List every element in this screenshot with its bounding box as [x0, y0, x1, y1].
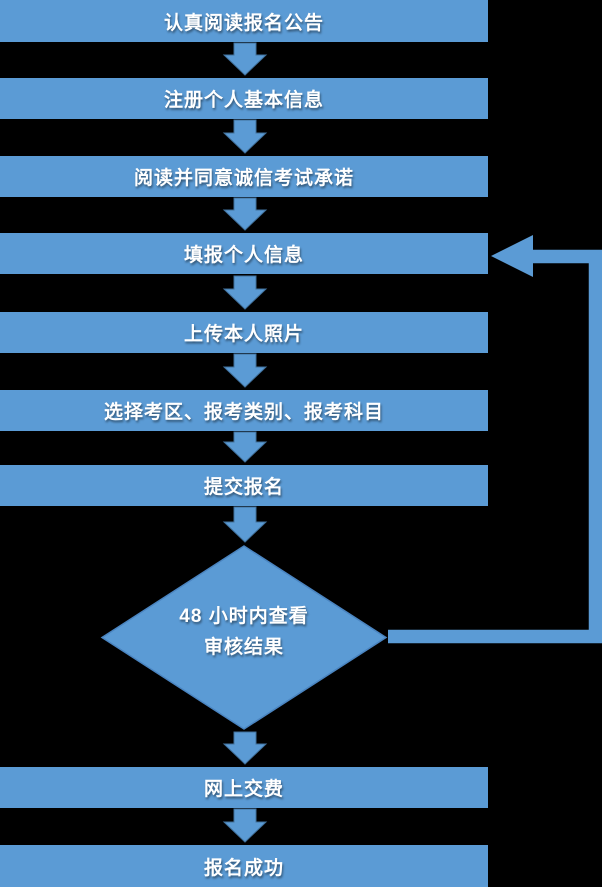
- feedback-loop-line: [388, 249, 602, 644]
- decision-label-line1: 48 小时内查看: [179, 606, 309, 627]
- node-upload-photo: 上传本人照片: [0, 312, 488, 353]
- node-label: 注册个人基本信息: [163, 90, 324, 111]
- down-arrow-decision-8: [222, 731, 268, 765]
- node-select-exam-options: 选择考区、报考类别、报考科目: [0, 390, 488, 431]
- node-read-announcement: 认真阅读报名公告: [0, 0, 488, 42]
- feedback-loop-arrowhead: [491, 235, 533, 277]
- down-arrow-6-7: [222, 431, 268, 463]
- down-arrow-3-4: [222, 197, 268, 231]
- node-agree-integrity-pledge: 阅读并同意诚信考试承诺: [0, 156, 488, 197]
- down-arrow-2-3: [222, 119, 268, 154]
- node-label: 网上交费: [203, 779, 284, 800]
- node-label: 提交报名: [203, 477, 284, 498]
- node-label: 报名成功: [203, 857, 284, 879]
- node-pay-online: 网上交费: [0, 767, 488, 808]
- node-register-basic-info: 注册个人基本信息: [0, 78, 488, 119]
- node-label: 填报个人信息: [183, 245, 304, 266]
- down-arrow-8-9: [222, 808, 268, 843]
- node-registration-success: 报名成功: [0, 845, 488, 887]
- decision-label-line2: 审核结果: [203, 637, 284, 658]
- node-fill-personal-info: 填报个人信息: [0, 233, 488, 274]
- node-label: 选择考区、报考类别、报考科目: [103, 402, 384, 423]
- decision-diamond: [100, 545, 388, 730]
- down-arrow-7-decision: [222, 506, 268, 543]
- node-label: 阅读并同意诚信考试承诺: [133, 168, 354, 189]
- node-label: 认真阅读报名公告: [163, 12, 324, 34]
- node-label: 上传本人照片: [183, 324, 304, 345]
- down-arrow-1-2: [222, 42, 268, 76]
- node-submit-registration: 提交报名: [0, 465, 488, 506]
- down-arrow-5-6: [222, 353, 268, 388]
- down-arrow-4-5: [222, 275, 268, 310]
- node-review-result-label: 48 小时内查看 审核结果: [101, 601, 387, 663]
